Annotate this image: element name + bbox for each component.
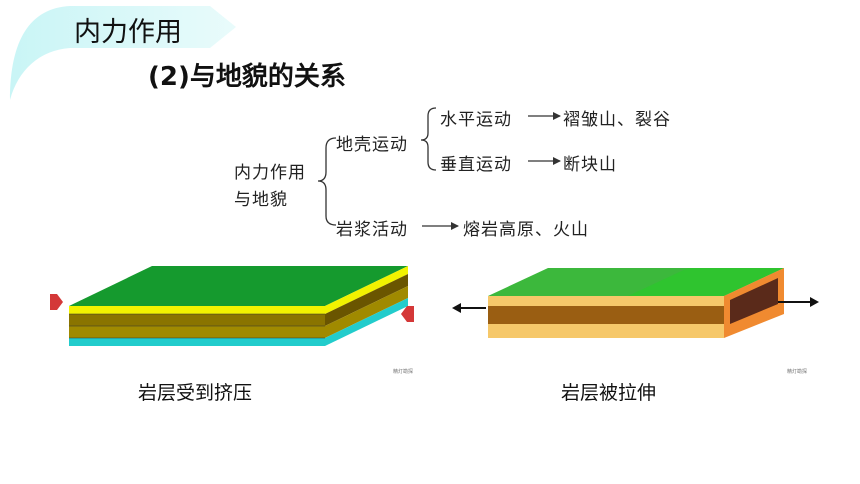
tree-root-line2: 与地貌 (234, 190, 288, 210)
header-band (10, 6, 236, 100)
tree-magma-result: 熔岩高原、火山 (463, 220, 589, 240)
stretching-figure (452, 268, 819, 338)
left-pull-arrow-icon (452, 303, 486, 313)
tree-horizontal: 水平运动 (440, 110, 512, 130)
compression-figure (50, 266, 414, 346)
right-pull-arrow-icon (778, 297, 819, 307)
tree-vertical: 垂直运动 (440, 155, 512, 175)
tree-magma: 岩浆活动 (336, 220, 408, 240)
section-title: (2)与地貌的关系 (148, 62, 346, 92)
watermark-left: 精灯勘探 (393, 369, 414, 375)
tree-branch-crust: 地壳运动 (336, 135, 408, 155)
tree-root-line1: 内力作用 (234, 163, 306, 183)
tree-vertical-result: 断块山 (563, 155, 617, 175)
watermark-right: 精灯勘探 (787, 369, 808, 375)
right-push-arrow-icon (401, 306, 414, 322)
left-push-arrow-icon (50, 294, 63, 310)
header-title: 内力作用 (74, 17, 182, 48)
right-caption: 岩层被拉伸 (561, 382, 657, 404)
left-caption: 岩层受到挤压 (138, 382, 253, 404)
tree-horizontal-result: 褶皱山、裂谷 (563, 110, 671, 130)
